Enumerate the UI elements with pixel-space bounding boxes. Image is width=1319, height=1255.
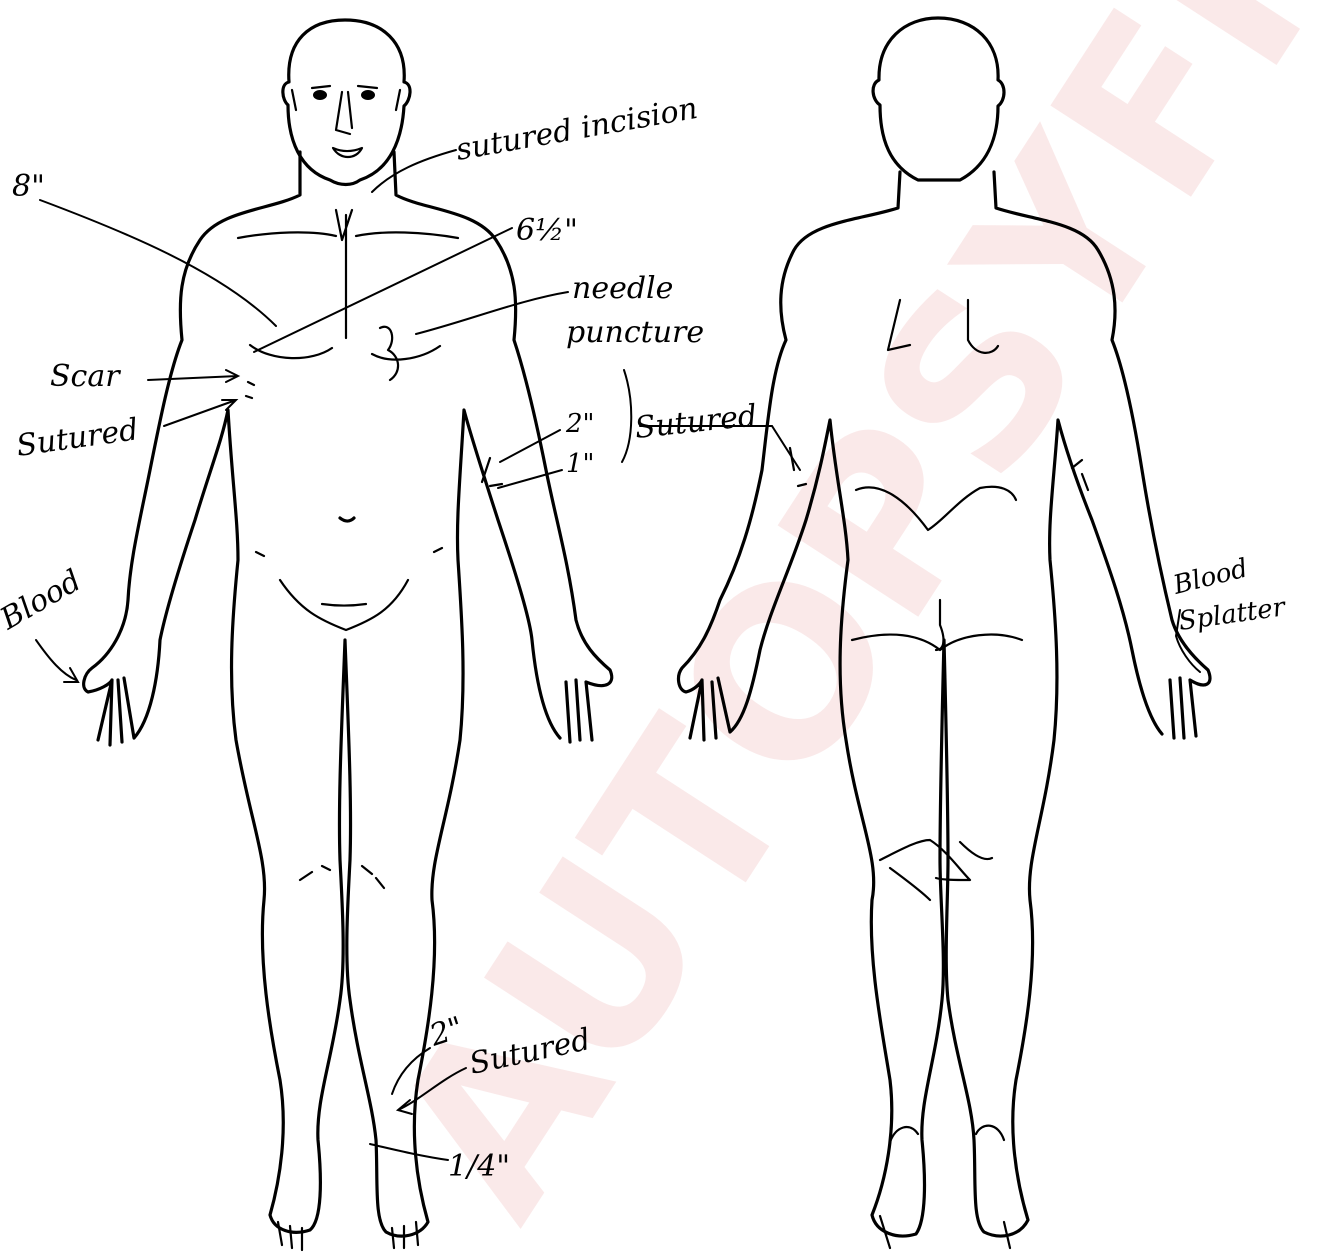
note-blood-right: Blood <box>1169 553 1250 601</box>
front-groin-v <box>322 604 366 606</box>
note-needle: needle <box>572 271 673 306</box>
back-heels <box>880 1126 1010 1248</box>
front-mouth <box>333 148 362 157</box>
front-midline <box>336 210 352 338</box>
front-nose <box>336 92 352 134</box>
front-pecs <box>250 345 440 360</box>
note-splatter: Splatter <box>1177 592 1289 637</box>
note-quarter-inch: 1/4" <box>448 1149 510 1184</box>
front-head <box>283 20 410 185</box>
note-6half: 6½" <box>516 213 578 248</box>
note-scar: Scar <box>50 359 121 394</box>
pointer-needle <box>416 292 568 334</box>
front-navel <box>340 518 354 521</box>
pointer-blood-left <box>36 640 78 682</box>
note-puncture: puncture <box>566 315 704 350</box>
pointer-8in <box>40 200 276 326</box>
back-knees <box>880 840 992 900</box>
front-ears <box>292 90 400 110</box>
pointer-6half <box>254 228 512 352</box>
pointer-2in-arm <box>500 430 560 462</box>
note-sutured-incision: sutured incision <box>453 91 700 168</box>
note-sutured-chest: Sutured <box>14 412 140 464</box>
pointer-1in-arm <box>498 470 562 488</box>
pointer-sutured-incision <box>372 150 456 192</box>
note-8in: 8" <box>12 169 45 204</box>
pointer-scar <box>148 370 238 382</box>
note-1in-arm: 1" <box>566 449 595 479</box>
front-chest-puncture <box>380 327 398 380</box>
front-eyes <box>312 86 377 88</box>
note-sutured-arm: Sutured <box>633 398 759 446</box>
front-collarbones <box>238 232 458 238</box>
front-hips <box>256 548 442 630</box>
note-blood-left: Blood <box>0 563 87 637</box>
back-head <box>873 18 1004 180</box>
note-2in-arm: 2" <box>565 409 595 439</box>
